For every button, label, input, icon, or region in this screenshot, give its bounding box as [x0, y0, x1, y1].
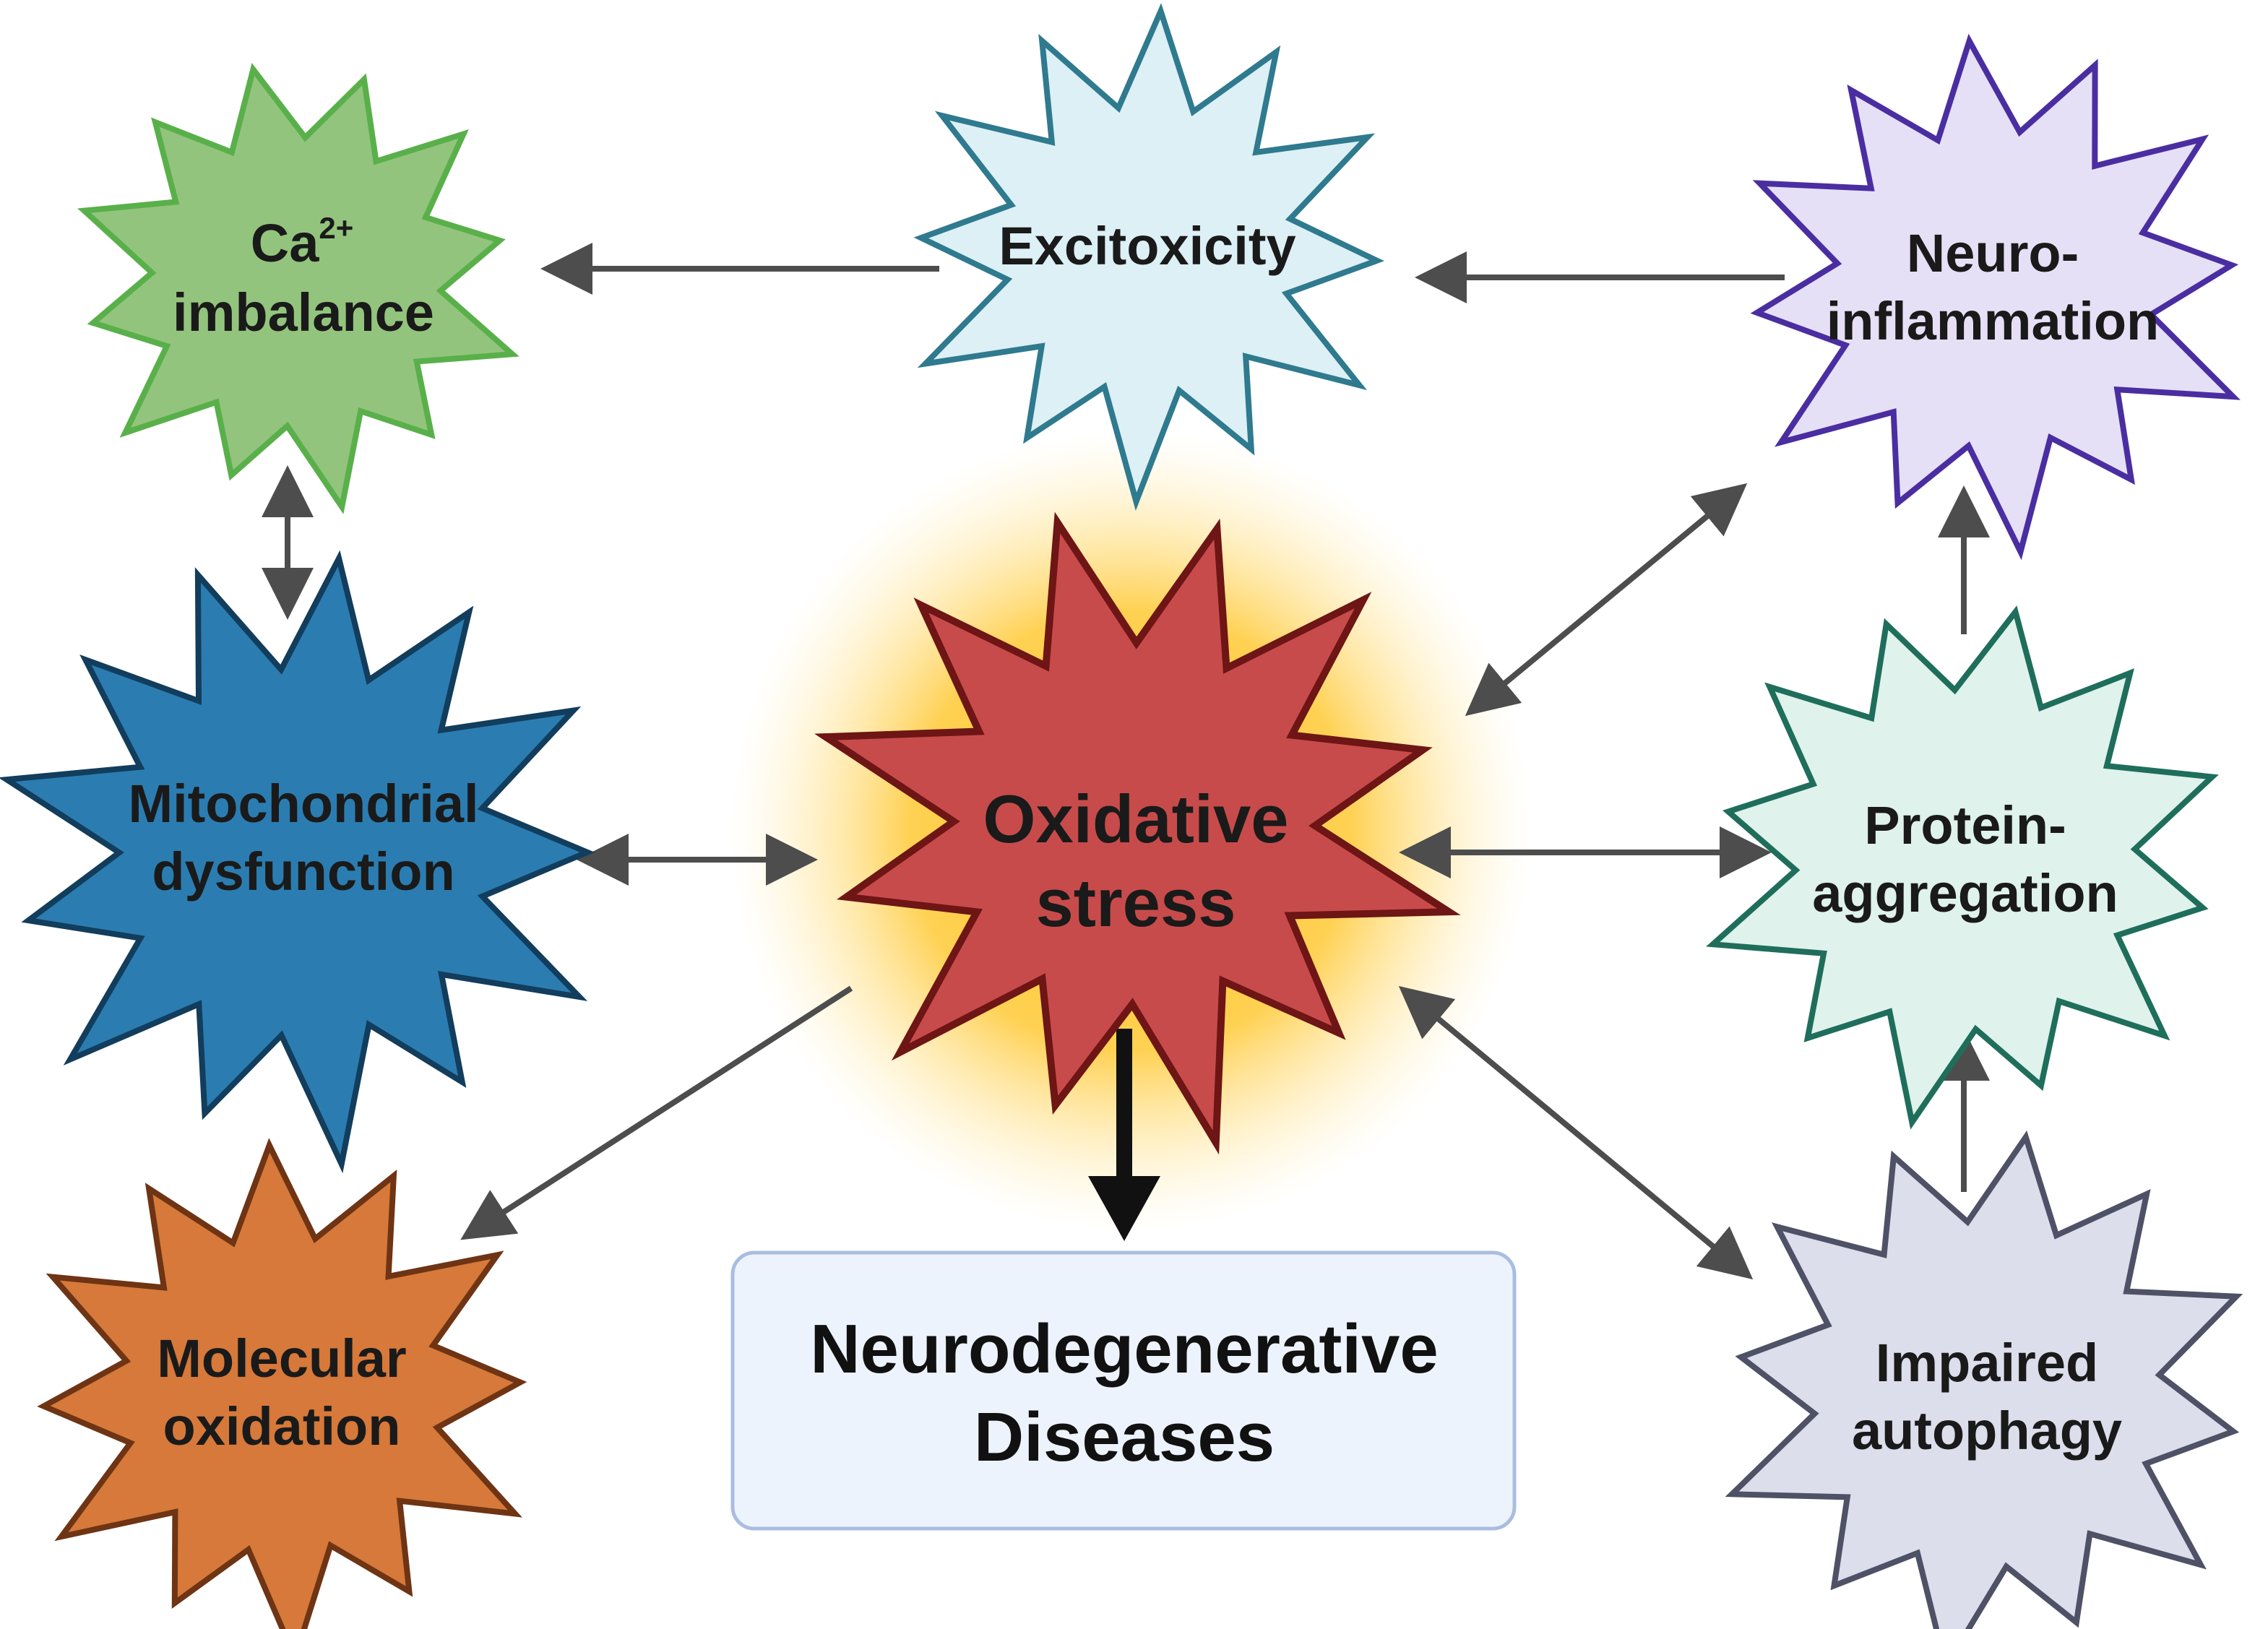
outcome-box: Neurodegenerative Diseases — [730, 1250, 1517, 1531]
protein-aggregation-label-line1: Protein- — [1864, 795, 2066, 855]
neuroinflammation-label-line2: inflammation — [1827, 291, 2159, 351]
ca-imbalance-label-line1: Ca2+ — [251, 211, 354, 273]
node-mitochondrial-dysfunction: Mitochondrial dysfunction — [0, 550, 595, 1174]
molecular-oxidation-burst — [37, 1138, 527, 1629]
oxidative-stress-burst — [814, 511, 1461, 1155]
molecular-oxidation-label-line2: oxidation — [163, 1396, 401, 1456]
outcome-box-frame — [730, 1250, 1517, 1531]
oxidative-stress-label-line2: stress — [1036, 865, 1236, 941]
node-impaired-autophagy: Impaired autophagy — [1725, 1130, 2243, 1629]
impaired-autophagy-label-line1: Impaired — [1876, 1333, 2098, 1393]
ca-imbalance-label-line2: imbalance — [173, 282, 434, 342]
protein-aggregation-burst — [1706, 605, 2219, 1130]
neuroinflammation-label-line1: Neuro- — [1907, 223, 2079, 283]
mitochondrial-dysfunction-label-line1: Mitochondrial — [128, 774, 478, 834]
molecular-oxidation-label-line1: Molecular — [157, 1328, 406, 1388]
node-ca-imbalance: Ca2+ imbalance — [77, 63, 519, 514]
arrow-oxidative-stress-neuroinflammation — [1465, 483, 1748, 717]
ca-imbalance-burst — [77, 63, 519, 514]
connector-arrows — [262, 243, 1990, 1280]
mitochondrial-dysfunction-label-line2: dysfunction — [152, 842, 454, 902]
node-excitoxicity: Excitoxicity — [913, 3, 1384, 511]
protein-aggregation-label-line2: aggregation — [1812, 863, 2118, 923]
node-protein-aggregation: Protein- aggregation — [1706, 605, 2219, 1130]
node-molecular-oxidation: Molecular oxidation — [37, 1138, 527, 1629]
arrow-oxidative-stress-impaired-autophagy — [1398, 985, 1754, 1280]
excitoxicity-label: Excitoxicity — [999, 216, 1295, 276]
mitochondrial-dysfunction-burst — [0, 550, 595, 1174]
node-neuroinflammation: Neuro- inflammation — [1750, 33, 2241, 561]
node-oxidative-stress: Oxidative stress — [814, 511, 1461, 1155]
neuroinflammation-burst — [1750, 33, 2241, 561]
impaired-autophagy-label-line2: autophagy — [1852, 1401, 2122, 1461]
impaired-autophagy-burst — [1725, 1130, 2243, 1629]
excitoxicity-burst — [913, 3, 1384, 511]
outcome-label-line2: Diseases — [974, 1399, 1275, 1476]
arrow-oxidative-stress-to-diseases-head — [1088, 1176, 1160, 1241]
oxidative-stress-label-line1: Oxidative — [983, 781, 1288, 857]
arrow-oxidative-stress-to-molecular-oxidation — [460, 985, 853, 1240]
outcome-label-line1: Neurodegenerative — [810, 1310, 1439, 1388]
